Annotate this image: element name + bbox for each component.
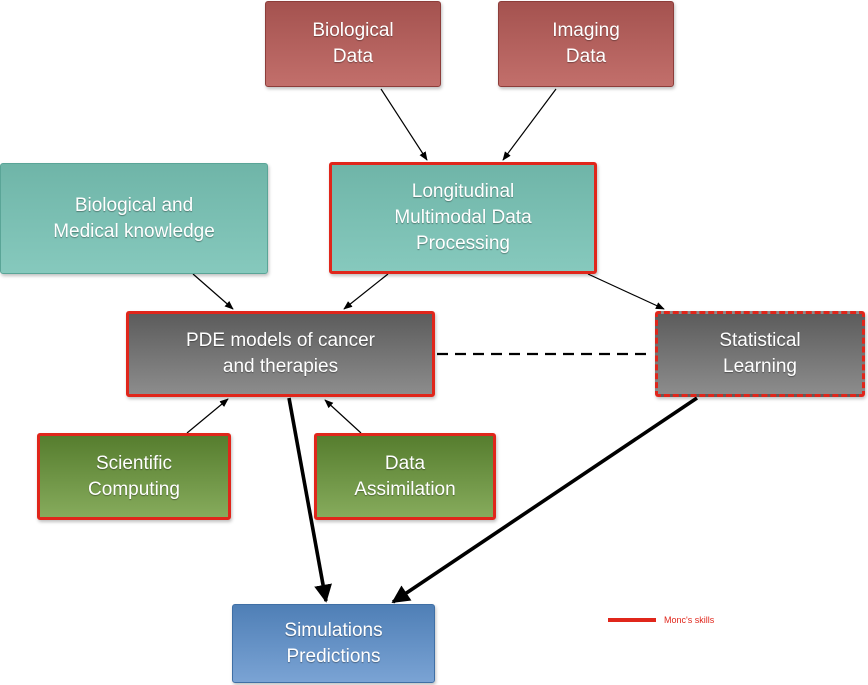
node-imaging-data: Imaging Data <box>498 1 674 87</box>
node-biological-data: Biological Data <box>265 1 441 87</box>
node-label: Simulations Predictions <box>284 619 383 667</box>
node-pde-models: PDE models of cancer and therapies <box>126 311 435 397</box>
edge-assimilation-to-pde <box>324 399 362 434</box>
node-longitudinal-processing: Longitudinal Multimodal Data Processing <box>329 162 597 274</box>
edge-imaging-to-longitudinal <box>502 88 557 161</box>
legend-label: Monc's skills <box>664 615 715 625</box>
node-label: Data Assimilation <box>354 452 456 500</box>
node-label: Biological and Medical knowledge <box>53 194 215 242</box>
node-simulations-predictions: Simulations Predictions <box>232 604 435 683</box>
node-statistical-learning: Statistical Learning <box>655 311 865 397</box>
node-data-assimilation: Data Assimilation <box>314 433 496 520</box>
node-label: PDE models of cancer and therapies <box>185 330 376 377</box>
legend: Monc's skills <box>608 612 714 628</box>
node-label: Biological Data <box>312 20 394 67</box>
node-label: Imaging Data <box>552 20 620 67</box>
legend-swatch <box>608 618 656 622</box>
edge-pde-to-simulations <box>287 397 332 603</box>
node-scientific-computing: Scientific Computing <box>37 433 231 520</box>
edge-biological-to-longitudinal <box>380 88 428 161</box>
node-label: Scientific Computing <box>88 452 180 500</box>
edge-longitudinal-to-statistical <box>587 273 665 310</box>
edge-scientific-to-pde <box>186 398 229 434</box>
node-biological-medical-knowledge: Biological and Medical knowledge <box>0 163 268 274</box>
edge-statistical-to-simulations <box>391 396 699 604</box>
node-label: Statistical Learning <box>719 330 801 377</box>
edge-longitudinal-to-pde <box>343 273 389 310</box>
edge-knowledge-to-pde <box>192 273 234 310</box>
node-label: Longitudinal Multimodal Data Processing <box>394 181 532 254</box>
